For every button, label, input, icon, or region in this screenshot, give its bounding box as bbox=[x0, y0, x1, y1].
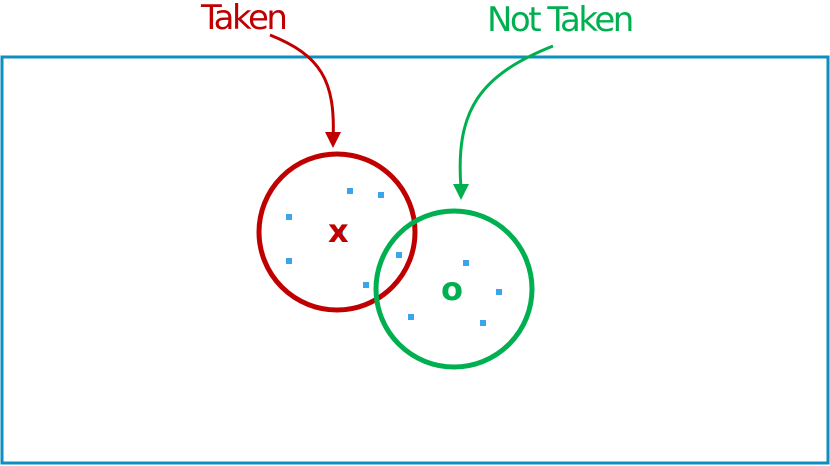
data-point bbox=[480, 320, 486, 326]
not-taken-arrowhead bbox=[453, 184, 469, 200]
not-taken-circle bbox=[373, 208, 535, 370]
taken-marker: x bbox=[328, 212, 349, 250]
data-point bbox=[463, 260, 469, 266]
data-point bbox=[408, 314, 414, 320]
data-points bbox=[286, 188, 502, 326]
data-point bbox=[378, 192, 384, 198]
frame-border bbox=[0, 55, 830, 465]
data-point bbox=[363, 282, 369, 288]
data-point bbox=[347, 188, 353, 194]
not-taken-marker: o bbox=[441, 270, 463, 308]
data-point bbox=[396, 252, 402, 258]
data-point bbox=[286, 214, 292, 220]
taken-circle bbox=[256, 151, 418, 313]
taken-arrow bbox=[269, 33, 335, 141]
not-taken-label: Not Taken bbox=[487, 0, 632, 40]
taken-arrowhead bbox=[325, 132, 341, 148]
data-point bbox=[286, 258, 292, 264]
data-point bbox=[496, 289, 502, 295]
not-taken-arrow bbox=[458, 44, 554, 189]
taken-label: Taken bbox=[200, 0, 285, 38]
data-point bbox=[337, 229, 343, 235]
